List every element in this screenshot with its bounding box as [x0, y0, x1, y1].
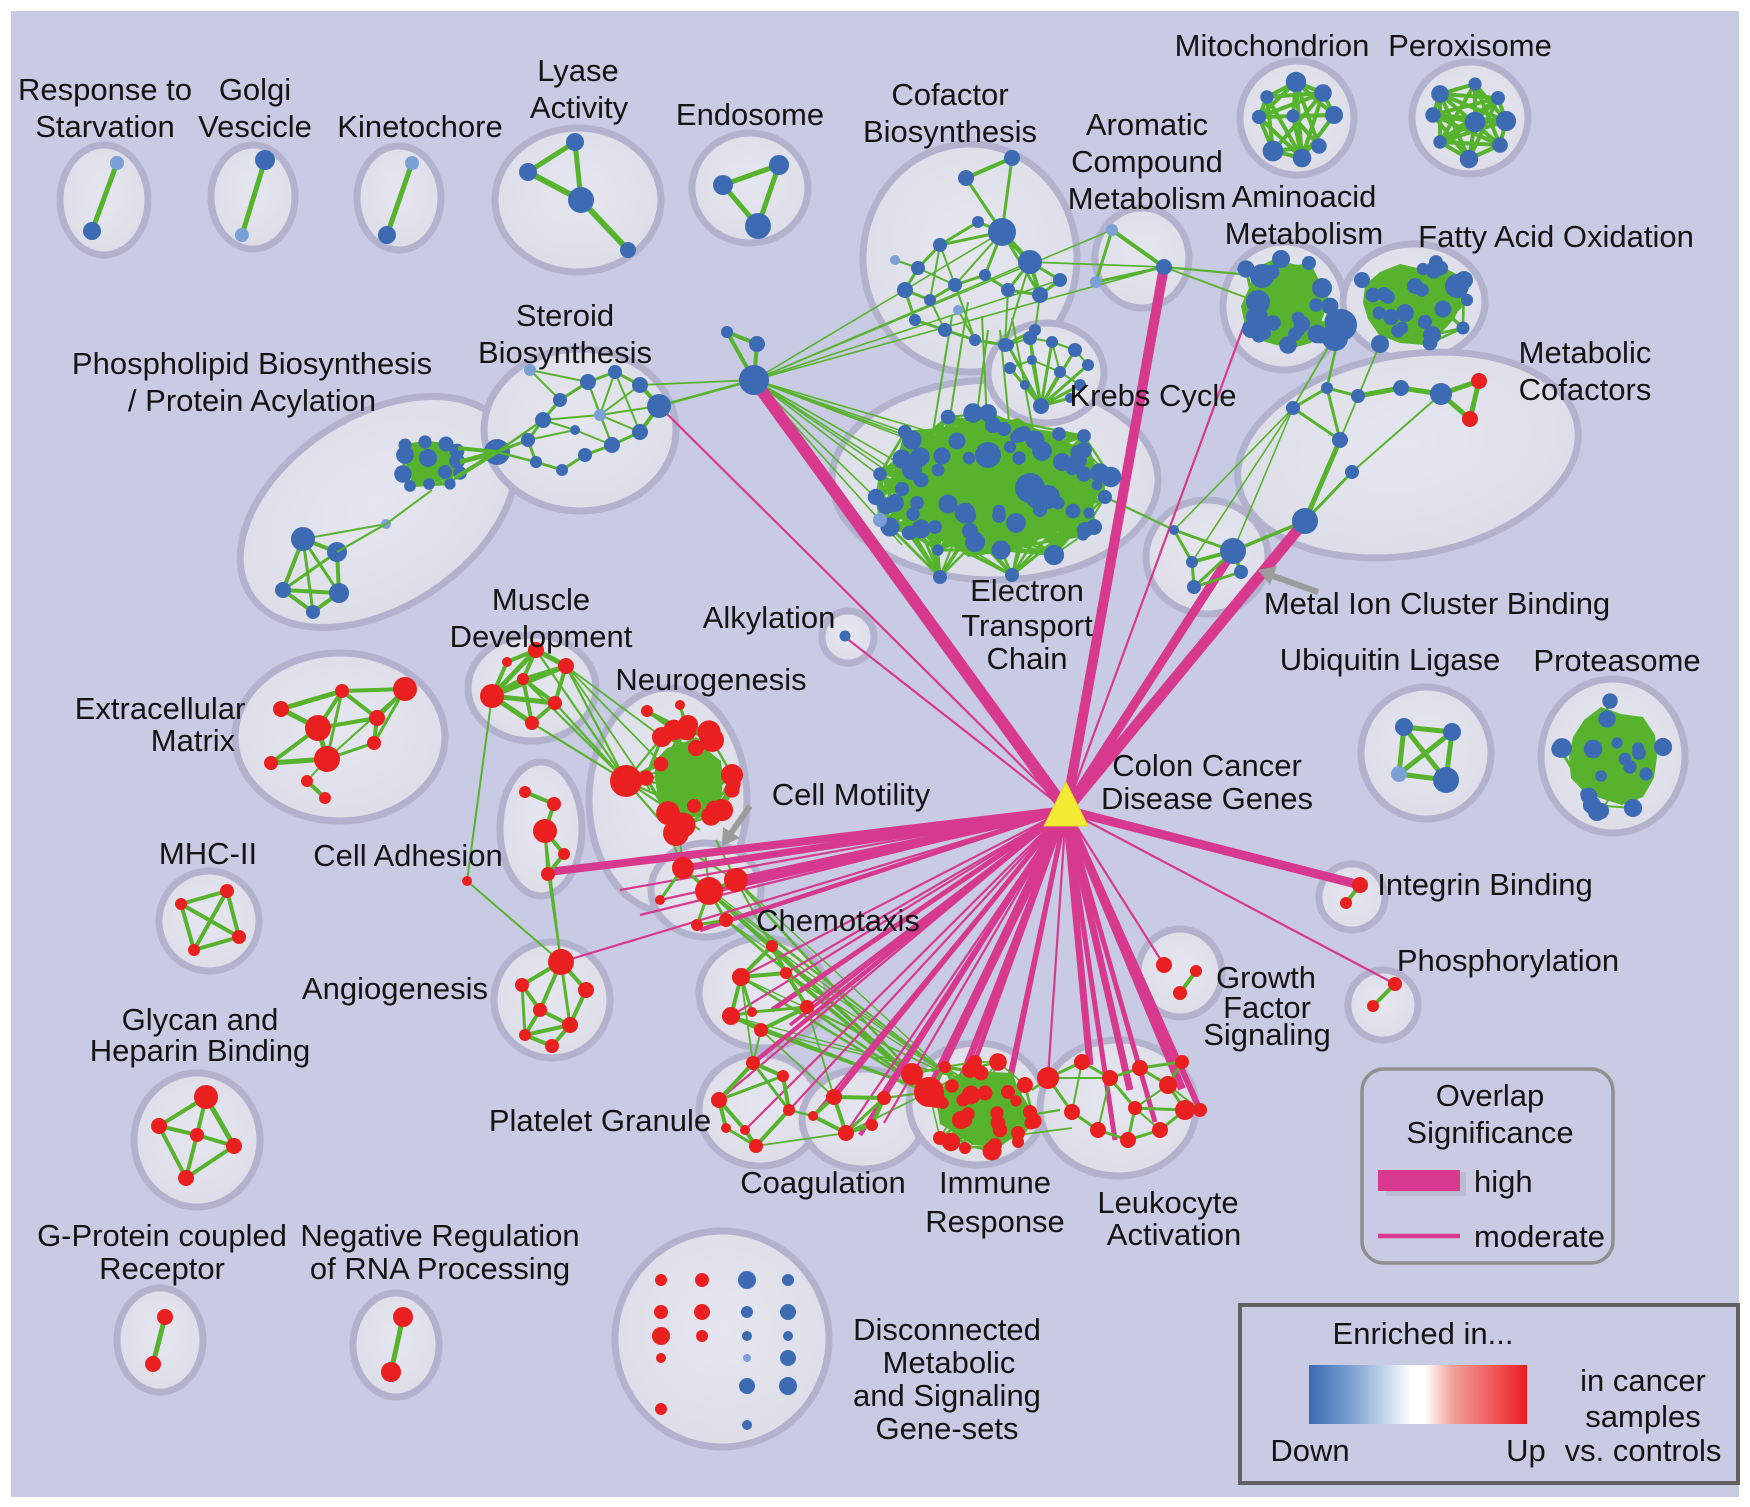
- svg-text:Starvation: Starvation: [35, 109, 175, 144]
- svg-text:Aminoacid: Aminoacid: [1232, 179, 1377, 214]
- svg-text:Mitochondrion: Mitochondrion: [1175, 28, 1370, 63]
- svg-text:Matrix: Matrix: [151, 723, 236, 758]
- svg-text:Gene-sets: Gene-sets: [875, 1411, 1018, 1446]
- svg-text:Endosome: Endosome: [676, 97, 824, 132]
- svg-text:of RNA Processing: of RNA Processing: [310, 1251, 570, 1286]
- svg-text:Proteasome: Proteasome: [1533, 643, 1700, 678]
- svg-text:Extracellular: Extracellular: [75, 691, 246, 726]
- svg-text:Phospholipid Biosynthesis: Phospholipid Biosynthesis: [72, 346, 432, 381]
- svg-text:Muscle: Muscle: [492, 582, 590, 617]
- svg-text:Electron: Electron: [970, 573, 1084, 608]
- svg-text:Disconnected: Disconnected: [853, 1312, 1041, 1347]
- svg-text:/ Protein Acylation: / Protein Acylation: [128, 383, 376, 418]
- svg-text:Heparin Binding: Heparin Binding: [90, 1033, 311, 1068]
- svg-text:Fatty Acid Oxidation: Fatty Acid Oxidation: [1418, 219, 1694, 254]
- svg-text:Transport: Transport: [961, 608, 1093, 643]
- svg-text:vs. controls: vs. controls: [1565, 1433, 1722, 1468]
- svg-text:Integrin Binding: Integrin Binding: [1377, 867, 1592, 902]
- svg-text:Metabolic: Metabolic: [883, 1345, 1016, 1380]
- svg-text:moderate: moderate: [1474, 1219, 1605, 1254]
- svg-text:Chemotaxis: Chemotaxis: [756, 903, 920, 938]
- svg-text:Factor: Factor: [1223, 990, 1311, 1025]
- svg-text:Alkylation: Alkylation: [703, 600, 836, 635]
- svg-text:Disease Genes: Disease Genes: [1101, 781, 1313, 816]
- svg-text:Compound: Compound: [1071, 144, 1223, 179]
- svg-text:Leukocyte: Leukocyte: [1097, 1185, 1238, 1220]
- svg-text:Angiogenesis: Angiogenesis: [302, 971, 488, 1006]
- svg-text:Growth: Growth: [1216, 960, 1316, 995]
- svg-text:Kinetochore: Kinetochore: [337, 109, 502, 144]
- svg-text:Down: Down: [1270, 1433, 1349, 1468]
- svg-text:Platelet Granule: Platelet Granule: [489, 1103, 711, 1138]
- svg-text:Krebs Cycle: Krebs Cycle: [1069, 378, 1236, 413]
- svg-text:Significance: Significance: [1406, 1115, 1573, 1150]
- svg-text:Lyase: Lyase: [537, 53, 619, 88]
- svg-text:Cell Motility: Cell Motility: [772, 777, 931, 812]
- svg-text:Negative Regulation: Negative Regulation: [300, 1218, 579, 1253]
- svg-text:Peroxisome: Peroxisome: [1388, 28, 1552, 63]
- svg-text:Metabolic: Metabolic: [1519, 335, 1652, 370]
- svg-text:Metabolism: Metabolism: [1068, 181, 1227, 216]
- svg-text:G-Protein coupled: G-Protein coupled: [37, 1218, 287, 1253]
- svg-text:Golgi: Golgi: [219, 72, 291, 107]
- svg-text:Development: Development: [450, 619, 633, 654]
- svg-text:Activity: Activity: [530, 90, 629, 125]
- svg-text:Overlap: Overlap: [1436, 1078, 1545, 1113]
- svg-text:MHC-II: MHC-II: [159, 836, 257, 871]
- svg-text:high: high: [1474, 1164, 1533, 1199]
- svg-text:Metal Ion Cluster Binding: Metal Ion Cluster Binding: [1264, 586, 1610, 621]
- svg-text:Colon Cancer: Colon Cancer: [1112, 748, 1302, 783]
- svg-text:Metabolism: Metabolism: [1225, 216, 1384, 251]
- svg-text:Receptor: Receptor: [99, 1251, 225, 1286]
- svg-text:Neurogenesis: Neurogenesis: [615, 662, 806, 697]
- svg-text:in cancer: in cancer: [1580, 1363, 1706, 1398]
- svg-text:Steroid: Steroid: [516, 298, 614, 333]
- svg-text:Cell Adhesion: Cell Adhesion: [313, 838, 503, 873]
- svg-text:Coagulation: Coagulation: [740, 1165, 905, 1200]
- svg-text:and Signaling: and Signaling: [853, 1378, 1041, 1413]
- svg-text:Chain: Chain: [987, 641, 1068, 676]
- svg-text:Signaling: Signaling: [1203, 1017, 1331, 1052]
- svg-text:Glycan and: Glycan and: [122, 1002, 279, 1037]
- svg-text:Aromatic: Aromatic: [1086, 107, 1208, 142]
- svg-text:Phosphorylation: Phosphorylation: [1397, 943, 1619, 978]
- svg-text:Cofactors: Cofactors: [1519, 372, 1652, 407]
- svg-text:Ubiquitin Ligase: Ubiquitin Ligase: [1280, 642, 1501, 677]
- svg-text:Biosynthesis: Biosynthesis: [478, 335, 652, 370]
- svg-text:Biosynthesis: Biosynthesis: [863, 114, 1037, 149]
- svg-text:Activation: Activation: [1107, 1217, 1241, 1252]
- svg-text:Enriched in...: Enriched in...: [1333, 1316, 1514, 1351]
- svg-text:samples: samples: [1585, 1399, 1700, 1434]
- svg-text:Vescicle: Vescicle: [198, 109, 312, 144]
- svg-text:Cofactor: Cofactor: [891, 77, 1008, 112]
- svg-text:Immune: Immune: [939, 1165, 1051, 1200]
- svg-text:Response to: Response to: [18, 72, 192, 107]
- svg-text:Up: Up: [1506, 1433, 1546, 1468]
- svg-text:Response: Response: [925, 1204, 1065, 1239]
